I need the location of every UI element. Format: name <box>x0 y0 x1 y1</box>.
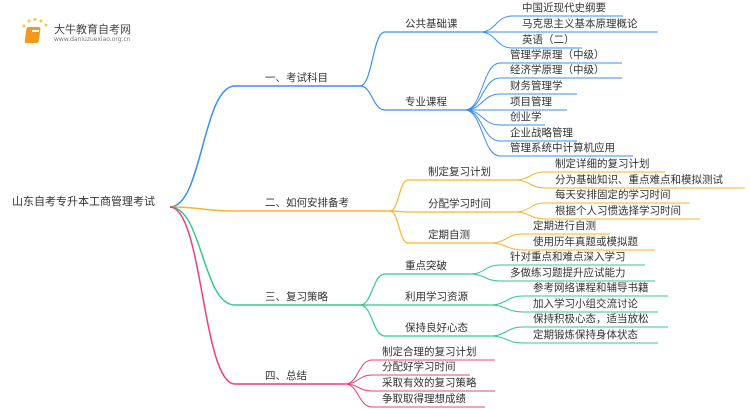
leaf-topic: 定期锻炼保持身体状态 <box>533 329 638 341</box>
leaf-connector <box>489 242 524 251</box>
branch-connector <box>169 206 236 212</box>
leaf-connector <box>464 93 501 111</box>
branch-connector <box>169 85 236 208</box>
leaf-topic: 制定合理的复习计划 <box>382 346 477 358</box>
branch-topic: 四、总结 <box>265 370 307 382</box>
leaf-topic: 经济学原理（中级） <box>510 64 605 76</box>
subtopic-connector <box>389 179 409 212</box>
leaf-connector <box>514 211 546 220</box>
leaf-topic: 争取取得理想成绩 <box>382 393 466 405</box>
leaf-connector <box>344 359 373 385</box>
leaf-topic: 定期进行自测 <box>533 220 596 232</box>
branch-topic: 二、如何安排备考 <box>265 197 349 209</box>
leaf-topic: 制定详细的复习计划 <box>555 158 650 170</box>
book-logo-icon <box>22 18 48 43</box>
leaf-topic: 创业学 <box>510 111 542 123</box>
leaf-topic: 中国近现代史纲要 <box>522 2 606 14</box>
leaf-connector <box>464 109 501 126</box>
leaf-topic: 分为基础知识、重点难点和模拟测试 <box>555 174 723 186</box>
leaf-topic: 企业战略管理 <box>510 127 573 139</box>
leaf-connector <box>489 295 524 306</box>
subtopic-connector <box>359 273 386 306</box>
subtopic: 保持良好心态 <box>405 322 468 334</box>
leaf-topic: 分配好学习时间 <box>382 361 456 373</box>
branch-connector <box>169 206 236 306</box>
leaf-connector <box>514 179 546 189</box>
leaf-topic: 项目管理 <box>510 96 552 108</box>
leaf-connector <box>489 335 524 344</box>
leaf-connector <box>514 171 546 181</box>
subtopic: 制定复习计划 <box>428 166 491 178</box>
branch-topic: 一、考试科目 <box>265 72 328 84</box>
subtopic: 专业课程 <box>405 96 447 108</box>
logo-name: 大牛教育自考网 <box>54 23 131 36</box>
subtopic-connector <box>359 304 386 337</box>
leaf-connector <box>489 326 524 337</box>
leaf-connector <box>464 62 501 111</box>
leaf-connector <box>464 109 501 142</box>
leaf-connector <box>469 264 501 275</box>
subtopic: 利用学习资源 <box>405 291 468 303</box>
leaf-topic: 使用历年真题或模拟题 <box>533 236 638 248</box>
subtopic: 定期自测 <box>428 229 470 241</box>
branch-topic: 三、复习策略 <box>265 291 328 303</box>
subtopic-connector <box>389 210 409 244</box>
leaf-topic: 管理学原理（中级） <box>510 49 605 61</box>
leaf-connector <box>464 77 501 111</box>
leaf-topic: 多做练习题提升应试能力 <box>510 267 626 279</box>
leaf-topic: 财务管理学 <box>510 80 563 92</box>
leaf-topic: 英语（二） <box>522 34 575 46</box>
branch-connector <box>169 206 236 385</box>
leaf-topic: 根据个人习惯选择学习时间 <box>555 205 681 217</box>
leaf-connector <box>469 273 501 282</box>
leaf-connector <box>479 15 513 33</box>
leaf-connector <box>489 304 524 313</box>
leaf-topic: 保持积极心态，适当放松 <box>533 313 649 325</box>
subtopic: 分配学习时间 <box>428 198 491 210</box>
leaf-topic: 管理系统中计算机应用 <box>510 142 615 154</box>
logo-url: www.daniuzuexiao.org.cn <box>54 36 131 43</box>
leaf-topic: 参考网络课程和辅导书籍 <box>533 282 649 294</box>
leaf-topic: 采取有效的复习策略 <box>382 377 477 389</box>
subtopic-connector <box>359 31 386 87</box>
leaf-connector <box>489 233 524 244</box>
root-topic: 山东自考专升本工商管理考试 <box>12 195 155 208</box>
leaf-connector <box>514 202 546 213</box>
leaf-topic: 加入学习小组交流讨论 <box>533 298 638 310</box>
leaf-connector <box>479 31 513 49</box>
subtopic-connector <box>359 85 386 111</box>
subtopic: 重点突破 <box>405 260 447 272</box>
leaf-connector <box>464 109 501 157</box>
leaf-topic: 每天安排固定的学习时间 <box>555 189 671 201</box>
leaf-connector <box>344 383 373 408</box>
leaf-topic: 马克思主义基本原理概论 <box>522 18 638 30</box>
leaf-topic: 针对重点和难点深入学习 <box>510 251 626 263</box>
subtopic: 公共基础课 <box>405 18 458 30</box>
